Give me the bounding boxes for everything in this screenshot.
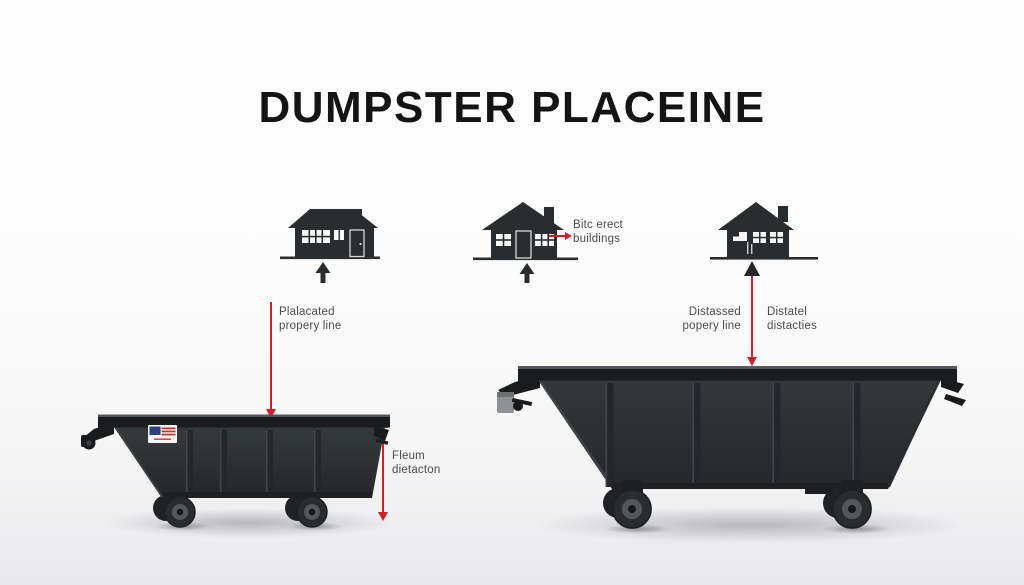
left-property-line-label: Plalacated propery line — [279, 306, 342, 332]
house-icon-center — [473, 202, 578, 283]
wheel-contact-shadow — [815, 523, 899, 535]
house-icon-left — [280, 209, 380, 283]
height-note-label: Fleum dietacton — [392, 450, 441, 476]
height-measure-arrow — [382, 427, 384, 513]
right-property-line-arrow — [751, 276, 753, 358]
building-note-arrowhead-icon — [565, 231, 572, 240]
right-property-line-arrowhead-icon — [747, 357, 757, 366]
small-dumpster-shadow — [82, 506, 412, 540]
house-icon-right — [710, 202, 818, 260]
height-arrowhead-bottom-icon — [378, 512, 388, 521]
building-note-label: Bitc erect buildings — [573, 219, 623, 245]
building-note-arrow — [549, 235, 566, 237]
flag-sticker-icon — [148, 425, 177, 443]
small-dumpster-illustration — [81, 414, 390, 528]
page-title: DUMPSTER PLACEINE — [258, 83, 766, 132]
house-up-arrow-icon — [744, 261, 760, 276]
left-property-line-arrow — [270, 302, 272, 410]
right-distance-label: Distatel distacties — [767, 306, 817, 332]
left-property-line-arrowhead-icon — [266, 409, 276, 418]
large-dumpster-illustration — [497, 366, 966, 529]
wheel-contact-shadow — [595, 523, 679, 535]
large-dumpster-shadow — [505, 504, 995, 546]
right-property-line-label: Distassed popery line — [682, 306, 741, 332]
